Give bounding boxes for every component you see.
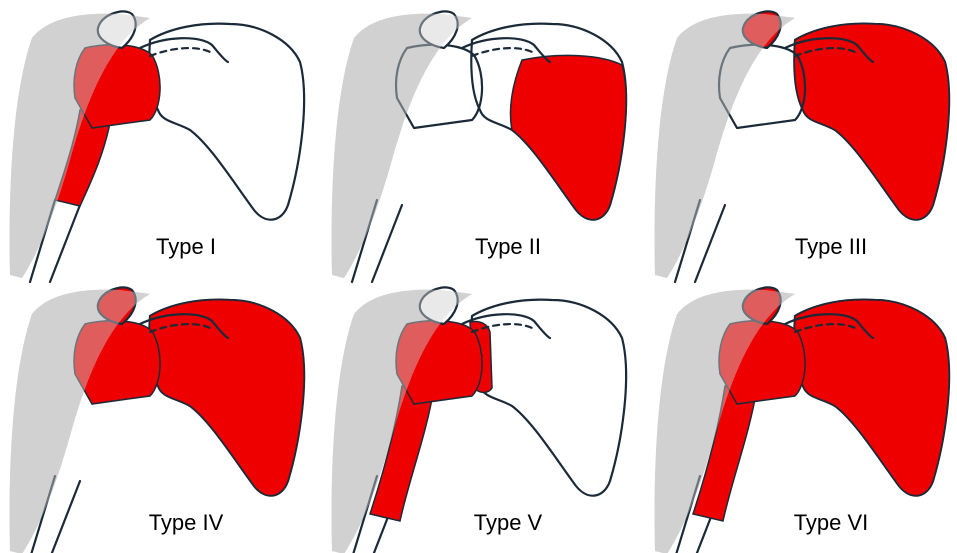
- panel-label: Type IV: [149, 510, 224, 535]
- scapula-full-fracture-region: [149, 300, 304, 496]
- panel-5: Type V: [332, 287, 627, 553]
- panel-label: Type I: [156, 234, 216, 259]
- scapula-full-fracture-region: [794, 300, 949, 496]
- scapula: [471, 300, 626, 496]
- panel-label: Type V: [474, 510, 543, 535]
- panel-6: Type VI: [655, 287, 950, 553]
- panel-1: Type I: [10, 11, 305, 282]
- scapula-body-fracture-region: [510, 55, 626, 219]
- shadow-overlay: [332, 14, 472, 278]
- panel-2: Type II: [332, 11, 627, 282]
- panel-4: Type IV: [10, 287, 305, 553]
- scapula-full-fracture-region: [794, 24, 949, 220]
- panel-label: Type II: [475, 234, 541, 259]
- panel-3: Type III: [655, 11, 950, 282]
- scapula: [149, 24, 304, 220]
- shadow-overlay: [655, 14, 795, 278]
- panel-label: Type VI: [794, 510, 869, 535]
- panel-label: Type III: [795, 234, 867, 259]
